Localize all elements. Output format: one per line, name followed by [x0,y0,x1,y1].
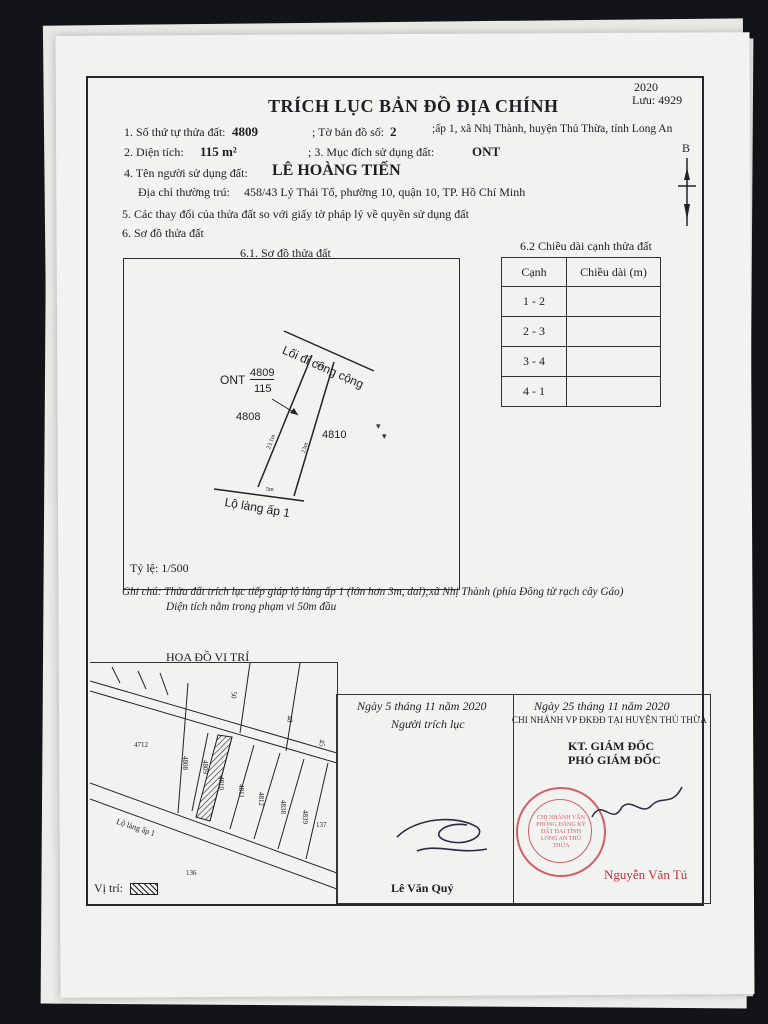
location-map-heading: HỌA ĐỒ VỊ TRÍ [166,650,250,664]
neighbor-parcel-left: 4808 [236,411,261,423]
map-parcel-label: 4811 [236,784,245,798]
svg-text:B: B [682,141,690,155]
area-value: 115 m² [200,144,237,159]
legend-label: Vị trí: [94,881,123,895]
left-signature-date: Ngày 5 tháng 11 năm 2020 [357,699,487,713]
plot-diagram-heading: 6.1. Sơ đồ thửa đất [240,246,331,260]
plot-diagram: ▾ ▾ Lối đi công cộng 5m ONT 4809 115 480… [123,258,460,590]
diagram-heading: 6. Sơ đồ thửa đất [122,226,204,240]
parcel-number-label: 4809 [250,367,275,380]
edge-cell: 1 - 2 [501,286,567,317]
map-parcel-label: 4808 [181,756,189,770]
address-label: Địa chỉ thường trú: [138,185,230,199]
purpose-label: ; 3. Mục đích sử dụng đất: [308,145,435,159]
left-signer-name: Lê Văn Quý [391,881,454,895]
table-row: 1 - 2 [501,286,661,317]
dimension-bottom: 5m [266,487,274,493]
area-label: 2. Diện tích: [124,145,184,159]
location-map-drawing [90,663,337,890]
edge-cell: 4 - 1 [501,376,567,407]
official-red-stamp: CHI NHÁNH VĂN PHÒNG ĐĂNG KÝ ĐẤT ĐAI TỈNH… [516,787,606,877]
address-value: 458/43 Lý Thái Tổ, phường 10, quận 10, T… [244,185,526,199]
parcel-number: 4809 [232,124,258,139]
table-row: 3 - 4 [501,346,661,377]
neighbor-parcel-right: 4810 [322,429,347,441]
map-sheet-label: ; Tờ bản đồ số: [312,125,385,139]
svg-text:▾: ▾ [382,431,387,441]
edge-cell: 2 - 3 [501,316,567,347]
archive-number: Lưu: 4929 [632,93,683,107]
map-parcel-label: 50 [229,691,238,699]
table-row: 2 - 3 [501,316,661,347]
map-parcel-label: 45 [317,739,326,747]
office-name: CHI NHÁNH VP ĐKĐĐ TẠI HUYỆN THỦ THỪA [512,715,707,725]
map-parcel-label: 48 [285,715,294,723]
length-cell [566,286,661,317]
length-cell [566,346,661,377]
right-signature-block: Ngày 25 tháng 11 năm 2020 CHI NHÁNH VP Đ… [512,694,711,904]
parcel-land-code: ONT [220,373,246,387]
parcel-number-label: 1. Số thứ tự thửa đất: [124,125,226,139]
length-cell [566,376,661,407]
map-parcel-label: 4839 [301,810,309,824]
svg-text:▾: ▾ [376,421,381,431]
map-parcel-label: 4838 [279,800,287,814]
legend-hatch-swatch [130,883,158,895]
right-signer-name: Nguyễn Văn Tú [604,867,688,882]
map-parcel-label: 137 [316,821,327,829]
length-column-header: Chiều dài (m) [566,257,661,287]
edge-column-header: Cạnh [501,257,567,287]
map-parcel-label: 4712 [134,741,148,749]
map-sheet-number: 2 [390,124,397,139]
right-signature-date: Ngày 25 tháng 11 năm 2020 [534,699,670,713]
parcel-area-label: 115 [254,383,272,395]
edge-cell: 3 - 4 [501,346,567,377]
edge-table-heading: 6.2 Chiều dài cạnh thửa đất [520,239,652,253]
document-frame [86,76,704,906]
edge-length-table: Cạnh Chiều dài (m) 1 - 2 2 - 3 3 - 4 4 -… [501,257,661,407]
left-signature-role: Người trích lục [391,717,465,731]
parcel-drawing: ▾ ▾ [213,330,387,502]
length-cell [566,316,661,347]
owner-label: 4. Tên người sử dụng đất: [124,166,248,180]
table-row: 4 - 1 [501,376,661,407]
year: 2020 [634,80,658,94]
map-parcel-label: 4810 [217,776,225,790]
stamp-text: CHI NHÁNH VĂN PHÒNG ĐĂNG KÝ ĐẤT ĐAI TỈNH… [536,815,586,849]
north-arrow-icon: B [678,141,696,226]
scale-label: Tỷ lệ: 1/500 [130,561,189,575]
document-title: TRÍCH LỤC BẢN ĐỒ ĐỊA CHÍNH [268,96,559,116]
location-map: 4712 4808 4809 4810 4811 4812 4838 4839 … [90,662,338,903]
note-line-2: Diện tích nằm trong phạm vi 50m đầu [166,601,337,613]
map-parcel-label: 136 [186,869,197,877]
signer-title-2: PHÓ GIÁM ĐỐC [568,753,661,767]
table-header-row: Cạnh Chiều dài (m) [501,257,661,287]
map-parcel-label: 4809 [201,760,209,774]
parcel-location: ;ấp 1, xã Nhị Thành, huyện Thủ Thừa, tỉn… [432,123,673,135]
purpose-value: ONT [472,144,501,159]
handwritten-signature [591,786,683,818]
changes-note: 5. Các thay đổi của thửa đất so với giấy… [122,207,469,221]
note-line-1: Ghi chú: Thửa đất trích lục tiếp giáp lộ… [122,586,624,598]
map-parcel-label: 4812 [257,792,265,806]
signer-title-1: KT. GIÁM ĐỐC [568,739,655,753]
owner-name: LÊ HOÀNG TIẾN [272,162,401,179]
left-signature-block: Ngày 5 tháng 11 năm 2020 Người trích lục… [336,694,514,904]
handwritten-signature [396,818,488,852]
